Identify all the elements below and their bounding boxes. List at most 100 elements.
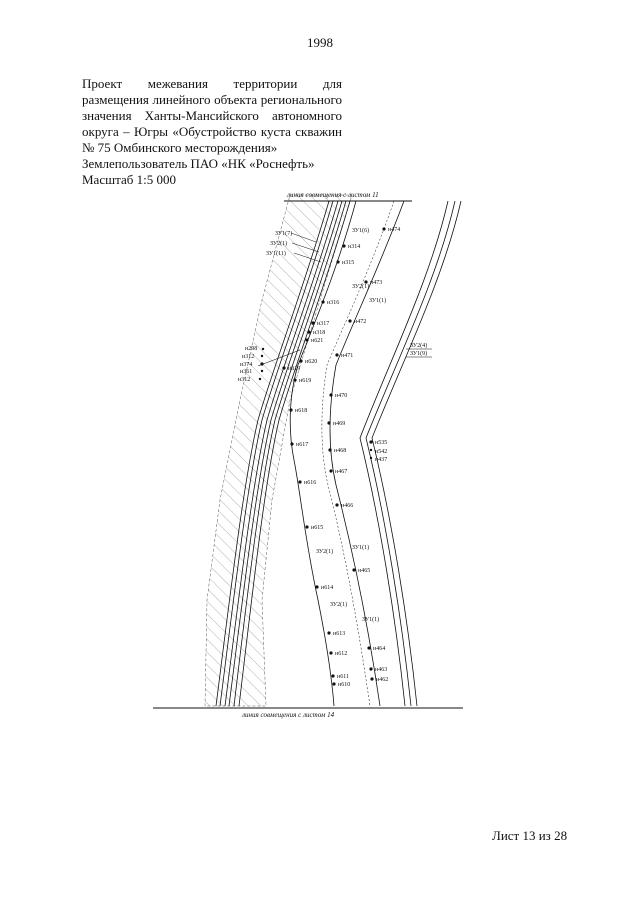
point: н610: [332, 682, 350, 688]
svg-text:н619: н619: [299, 378, 311, 384]
svg-text:н468: н468: [334, 448, 346, 454]
point: н464: [367, 646, 385, 652]
zone-label-zu1-11: ЗУ1(11): [266, 250, 286, 257]
svg-text:н319: н319: [288, 366, 300, 372]
svg-text:н612: н612: [335, 651, 347, 657]
svg-text:н312: н312: [242, 354, 254, 360]
map-scale: Масштаб 1:5 000: [82, 172, 176, 187]
svg-text:н474: н474: [388, 227, 400, 233]
point: н316: [321, 300, 339, 306]
point: н617: [290, 442, 308, 448]
zone-label-zu1-1-bottom: ЗУ1(1): [362, 616, 379, 623]
point: н621: [305, 338, 323, 344]
project-description: Проект межевания территории для размещен…: [82, 76, 342, 155]
zone-label-zu1-1-low: ЗУ1(1): [352, 544, 369, 551]
point: н473: [364, 280, 382, 286]
svg-text:н621: н621: [311, 338, 323, 344]
zone-label-zu2-1: ЗУ2(1): [270, 240, 287, 247]
svg-text:н316: н316: [327, 300, 339, 306]
svg-text:н314: н314: [348, 244, 360, 250]
svg-text:н618: н618: [295, 408, 307, 414]
svg-text:н473: н473: [370, 280, 382, 286]
point: н467: [329, 469, 347, 475]
point: н318: [307, 330, 325, 336]
point: н614: [315, 585, 333, 591]
zone-label-zu1-7: ЗУ1(7): [275, 230, 292, 237]
land-user: Землепользователь ПАО «НК «Роснефть»: [82, 156, 315, 171]
point: н463: [369, 667, 387, 673]
point: н466: [335, 503, 353, 509]
svg-text:н374: н374: [240, 362, 252, 368]
right-corridor: [359, 200, 462, 707]
svg-text:н317: н317: [317, 321, 329, 327]
zone-label-zu1-9: ЗУ1(9): [410, 350, 427, 357]
zone-label-zu2-4: ЗУ2(4): [410, 342, 427, 349]
point: н615: [305, 525, 323, 531]
svg-text:н535: н535: [375, 440, 387, 446]
point: н471: [335, 353, 353, 359]
point: н312: [238, 377, 262, 383]
svg-text:н466: н466: [341, 503, 353, 509]
svg-text:н437: н437: [375, 457, 387, 463]
dashed-boundary: [321, 200, 395, 707]
svg-text:н542: н542: [375, 449, 387, 455]
svg-text:н471: н471: [341, 353, 353, 359]
svg-text:н611: н611: [337, 674, 349, 680]
sheet-number: Лист 13 из 28: [492, 828, 568, 843]
svg-text:н620: н620: [305, 359, 317, 365]
point: н465: [352, 568, 370, 574]
point: н468: [328, 448, 346, 454]
svg-text:н470: н470: [335, 393, 347, 399]
point: н469: [327, 421, 345, 427]
point: н361: [240, 369, 264, 375]
svg-text:н613: н613: [333, 631, 345, 637]
svg-text:н465: н465: [358, 568, 370, 574]
svg-text:н616: н616: [304, 480, 316, 486]
page-number: 1998: [307, 35, 333, 50]
point: н611: [331, 674, 349, 680]
point: н616: [298, 480, 316, 486]
point: н470: [329, 393, 347, 399]
svg-text:н318: н318: [313, 330, 325, 336]
point: н437: [369, 456, 387, 463]
point: н317: [311, 321, 329, 327]
point: н462: [370, 677, 388, 683]
svg-text:н315: н315: [342, 260, 354, 266]
svg-text:н469: н469: [333, 421, 345, 427]
point: н312: [242, 354, 264, 360]
zone-label-zu1-6: ЗУ1(6): [352, 227, 369, 234]
svg-text:н617: н617: [296, 442, 308, 448]
zone-label-zu2-1-mid: ЗУ2(1): [352, 283, 369, 290]
point: н542: [369, 448, 387, 455]
point: н535: [369, 440, 387, 446]
zu2-boundary: [289, 200, 357, 707]
point: н612: [329, 651, 347, 657]
point: н319: [282, 366, 300, 372]
point: н619: [293, 378, 311, 384]
svg-text:н361: н361: [240, 369, 252, 375]
svg-text:н615: н615: [311, 525, 323, 531]
svg-text:н472: н472: [354, 319, 366, 325]
point: н474: [382, 227, 400, 233]
top-line-label: линия совмещения с листом 11: [286, 191, 379, 199]
zu1-boundary: [329, 200, 405, 707]
svg-text:н312: н312: [238, 377, 250, 383]
svg-text:н610: н610: [338, 682, 350, 688]
point: н613: [327, 631, 345, 637]
svg-text:н462: н462: [376, 677, 388, 683]
bottom-line-label: линия совмещения с листом 14: [241, 711, 335, 719]
svg-text:н463: н463: [375, 667, 387, 673]
svg-text:н614: н614: [321, 585, 333, 591]
svg-text:н298: н298: [245, 346, 257, 352]
title-block: Проект межевания территории для размещен…: [82, 76, 342, 188]
svg-text:н464: н464: [373, 646, 385, 652]
point: н298: [245, 346, 265, 352]
zone-label-zu2-1-low: ЗУ2(1): [316, 548, 333, 555]
point: н315: [336, 260, 354, 266]
zone-label-zu1-1-mid: ЗУ1(1): [369, 297, 386, 304]
boundary-points: н474 н314 н315 н473 н316 н317 н472 н318 …: [238, 227, 400, 688]
point: н618: [289, 408, 307, 414]
point: н314: [342, 244, 360, 250]
zone-label-zu2-1-bottom: ЗУ2(1): [330, 601, 347, 608]
